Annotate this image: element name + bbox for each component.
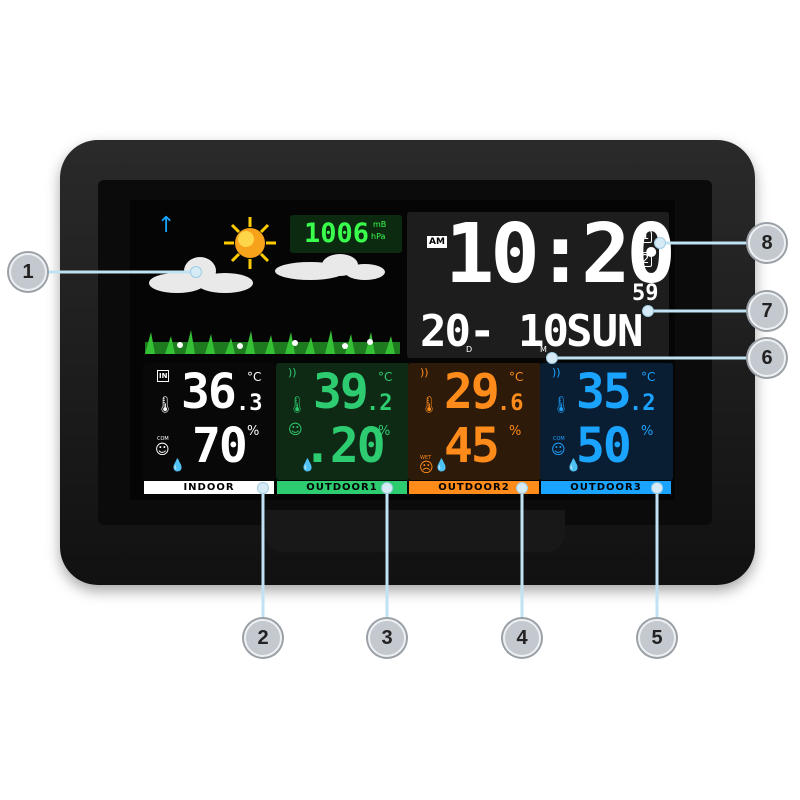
outdoor1-humidity-unit: % — [378, 424, 391, 439]
indoor-panel — [143, 363, 276, 480]
outdoor2-humidity-unit: % — [509, 424, 522, 439]
callout-6: 6 — [748, 339, 786, 377]
callout-4: 4 — [503, 619, 541, 657]
alarm-bell-icon: 1 — [639, 228, 652, 243]
callout-1: 1 — [9, 253, 47, 291]
thermometer-icon: 🌡 — [551, 395, 572, 414]
outdoor3-panel — [540, 363, 673, 480]
outdoor2-temp-decimal: .6 — [497, 391, 524, 416]
device-stand — [265, 510, 565, 552]
thermometer-icon: 🌡 — [155, 395, 176, 414]
weekday-display: SUN — [566, 306, 643, 357]
grass-decoration — [145, 330, 400, 354]
outdoor1-temp-decimal: .2 — [366, 391, 393, 416]
callout-anchor-dot — [516, 482, 528, 494]
indoor-temp-decimal: .3 — [236, 391, 263, 416]
comfort-label: COM — [157, 436, 169, 442]
callout-anchor-dot — [651, 482, 663, 494]
clock-time: 10:20 — [445, 207, 676, 302]
comfort-label: WET — [420, 455, 432, 461]
signal-icon: )) — [420, 366, 429, 379]
callout-anchor-dot — [381, 482, 393, 494]
ampm-indicator: AM — [427, 236, 447, 248]
smile-icon: ☺ — [155, 442, 170, 458]
outdoor2-humidity: 45 — [444, 418, 500, 474]
outdoor2-temp-unit: °C — [509, 370, 524, 384]
callout-8: 8 — [748, 224, 786, 262]
outdoor2-panel — [408, 363, 541, 480]
clock-seconds: 59 — [632, 281, 659, 306]
outdoor3-humidity: 50 — [576, 418, 632, 474]
outdoor1-label: OUTDOOR1 — [277, 481, 407, 494]
indoor-temp-unit: °C — [247, 370, 262, 384]
humidity-drop-icon: 💧 — [566, 458, 581, 472]
outdoor2-temp: 29 — [444, 364, 500, 420]
humidity-drop-icon: 💧 — [434, 458, 449, 472]
cloud-icon — [275, 254, 385, 280]
weather-forecast-icon — [149, 217, 385, 293]
outdoor2-label: OUTDOOR2 — [409, 481, 539, 494]
day-subscript: D — [466, 345, 473, 354]
outdoor3-temp: 35 — [576, 364, 632, 420]
sun-icon — [224, 217, 276, 269]
pressure-display — [290, 215, 402, 253]
callout-anchor-dot — [190, 266, 202, 278]
indoor-home-icon: IN — [157, 370, 170, 382]
signal-icon: )) — [552, 366, 561, 379]
callout-3: 3 — [368, 619, 406, 657]
callout-5: 5 — [638, 619, 676, 657]
clock-panel — [407, 212, 669, 358]
smile-icon: ☺ — [551, 442, 566, 458]
humidity-drop-icon: 💧 — [300, 458, 315, 472]
callout-2: 2 — [244, 619, 282, 657]
thermometer-icon: 🌡 — [419, 395, 440, 414]
indoor-label: INDOOR — [144, 481, 274, 494]
indoor-humidity: 70 — [192, 418, 248, 474]
outdoor1-temp-unit: °C — [378, 370, 393, 384]
alarm-bell-icon: 2 — [639, 252, 652, 267]
trend-arrow-up-icon: ↑ — [157, 213, 176, 238]
frown-icon: ☹ — [419, 460, 434, 476]
outdoor3-temp-decimal: .2 — [629, 391, 656, 416]
pressure-unit-hpa: hPa — [371, 232, 386, 241]
pressure-unit-mb: mB — [373, 220, 387, 229]
callout-anchor-dot — [654, 237, 666, 249]
outdoor1-temp: 39 — [313, 364, 369, 420]
indoor-temp: 36 — [181, 364, 237, 420]
indoor-humidity-unit: % — [247, 424, 260, 439]
callout-anchor-dot — [546, 352, 558, 364]
callout-anchor-dot — [257, 482, 269, 494]
outdoor3-humidity-unit: % — [641, 424, 654, 439]
thermometer-icon: 🌡 — [287, 395, 308, 414]
pressure-value: 1006 — [304, 218, 370, 249]
outdoor3-temp-unit: °C — [641, 370, 656, 384]
month-subscript: M — [540, 345, 547, 354]
signal-icon: )) — [288, 366, 297, 379]
smile-icon: ☺ — [288, 422, 303, 438]
callout-anchor-dot — [642, 305, 654, 317]
callout-7: 7 — [748, 292, 786, 330]
humidity-drop-icon: 💧 — [170, 458, 185, 472]
comfort-label: COM — [553, 436, 565, 442]
outdoor1-panel — [276, 363, 409, 480]
outdoor1-humidity: .20 — [303, 418, 386, 474]
outdoor3-label: OUTDOOR3 — [541, 481, 671, 494]
date-display: 20- 10 — [420, 306, 569, 357]
